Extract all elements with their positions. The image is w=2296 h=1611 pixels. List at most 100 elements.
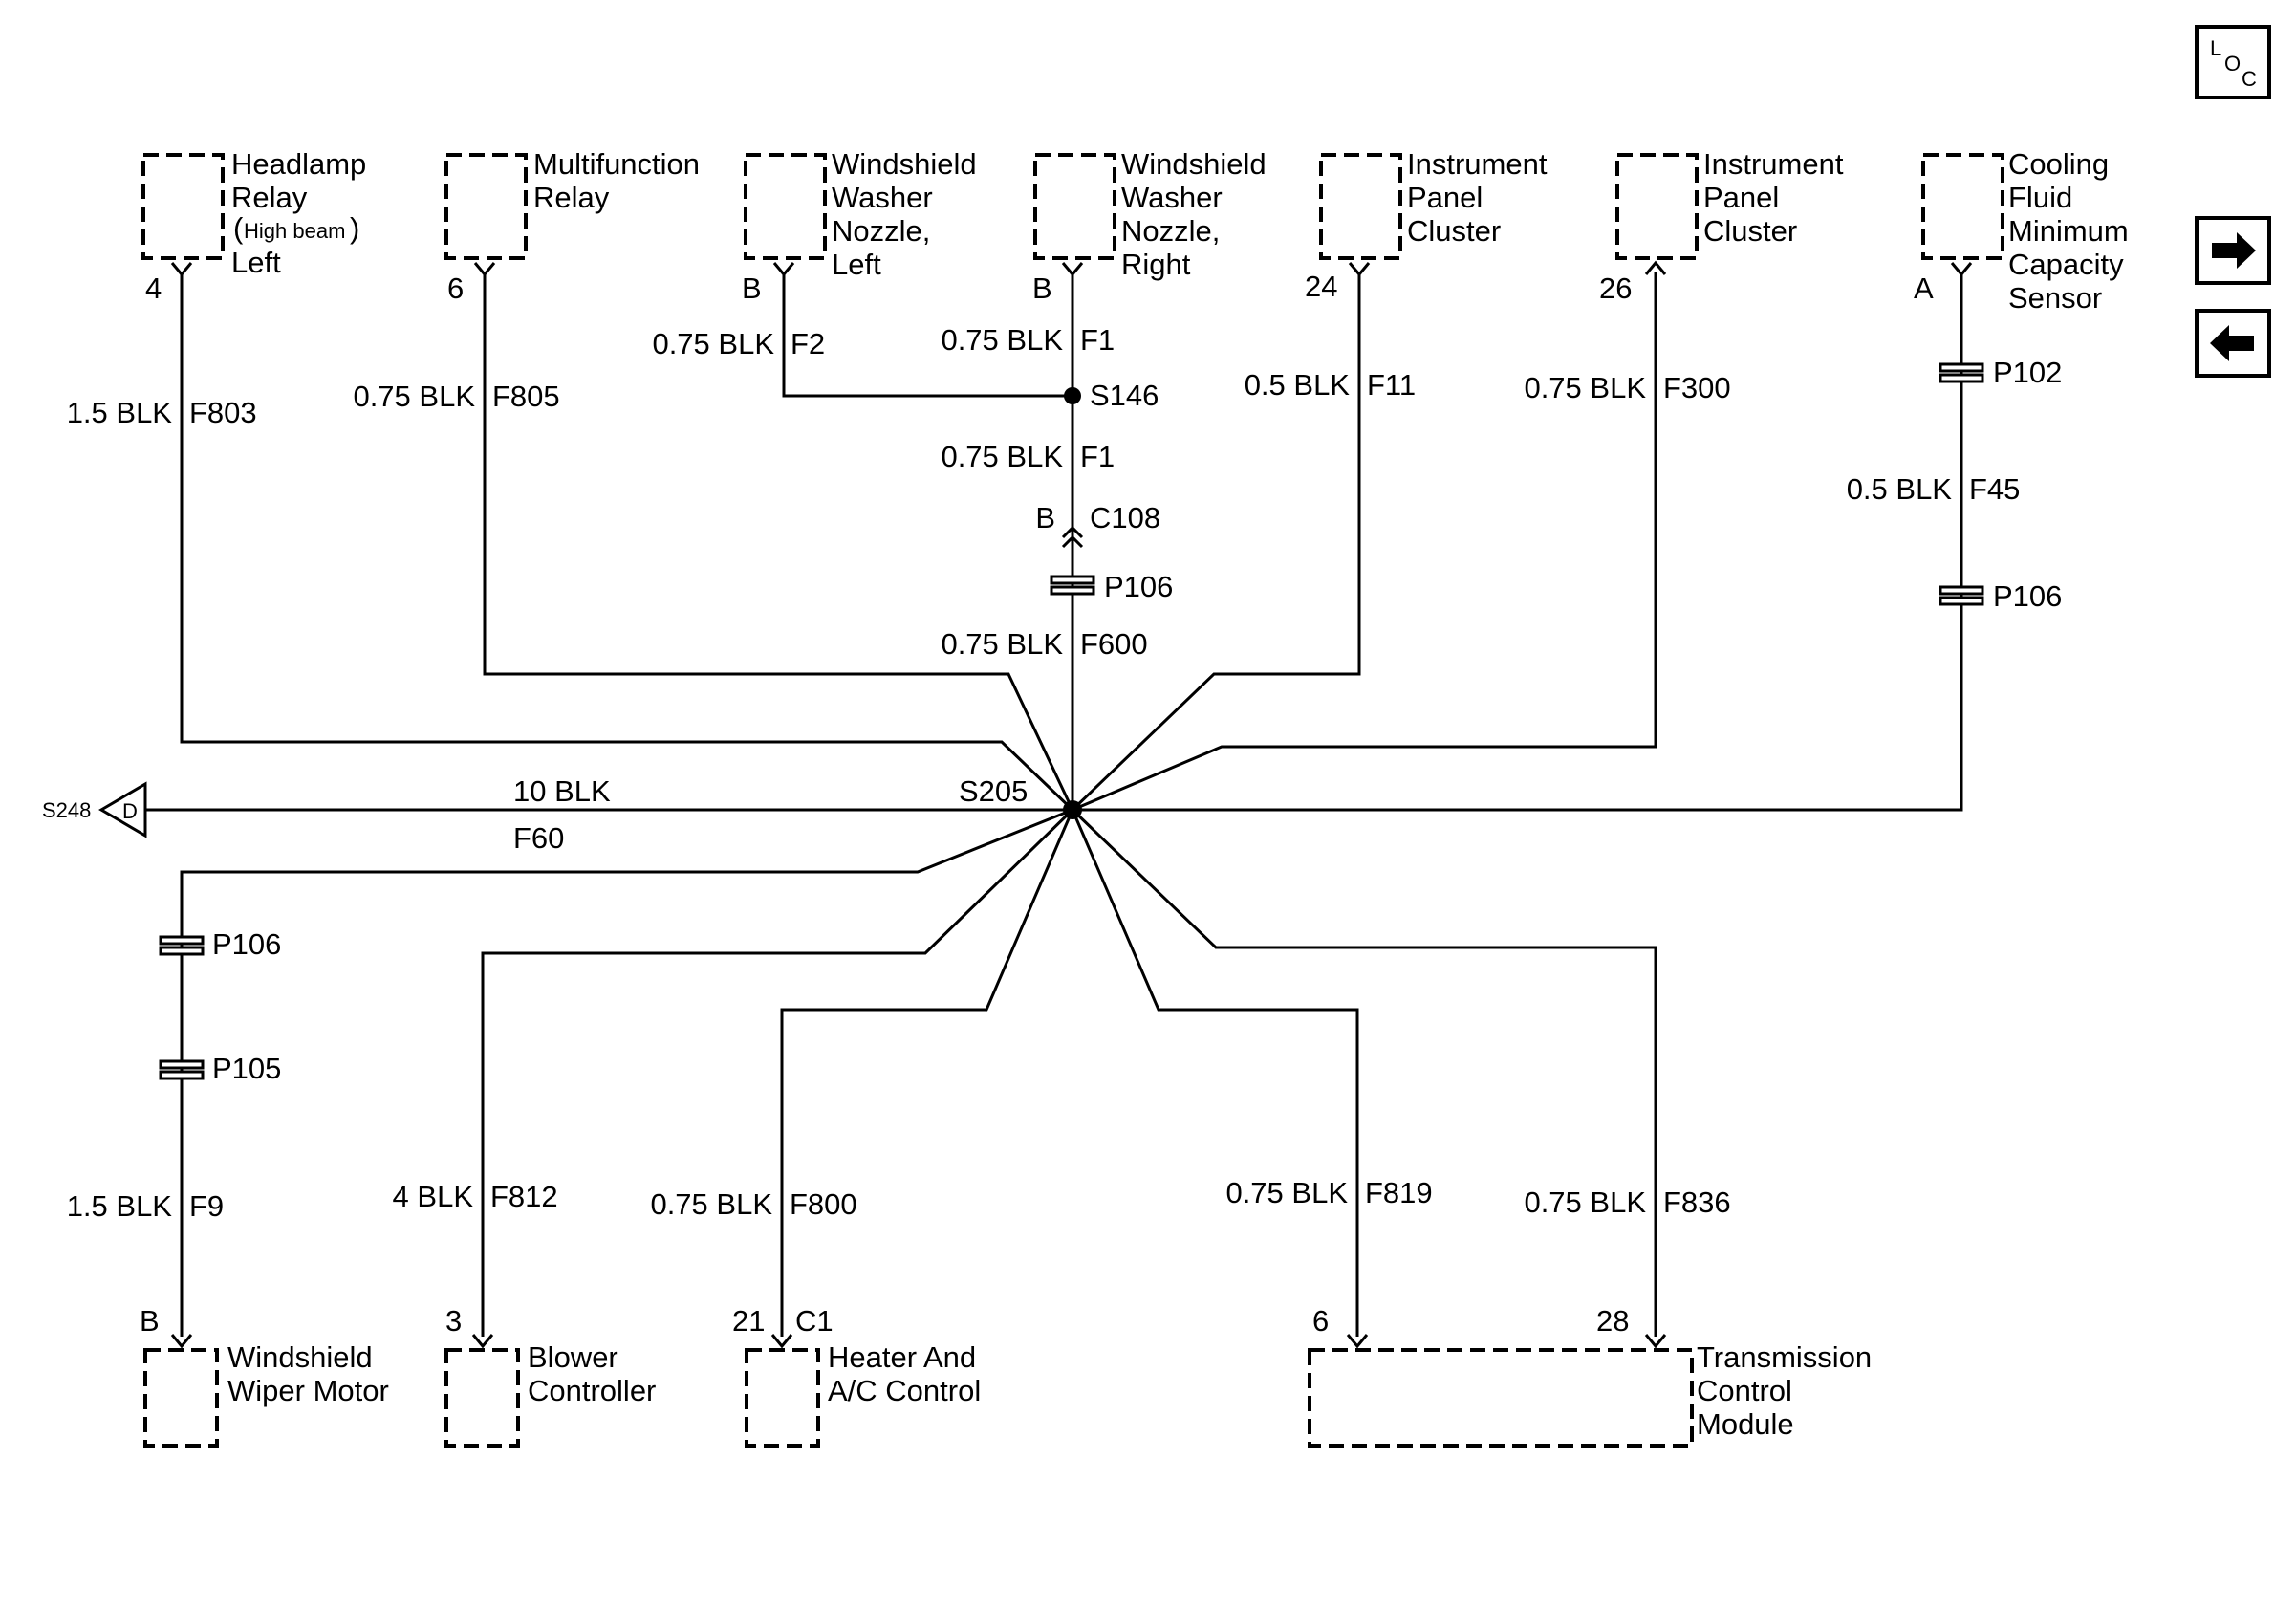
p106-left-label: P106 [212, 927, 281, 961]
f300-circuit: F300 [1663, 371, 1731, 404]
hvac-connector: C1 [795, 1304, 834, 1338]
f803-circuit: F803 [189, 396, 257, 429]
ipc-24-box[interactable] [1319, 153, 1402, 260]
nozzle-left-pin: B [742, 272, 762, 305]
wire-f800 [780, 809, 1074, 1337]
ground-s248-symbol[interactable] [98, 781, 147, 838]
f803-gauge: 1.5 BLK [67, 396, 173, 429]
pin-terminals [170, 260, 1973, 1349]
ipc-26-line3: Cluster [1703, 214, 1797, 248]
pass-through-symbols [159, 362, 1984, 1080]
terminal-headlamp [170, 262, 193, 277]
f600-circuit: F600 [1080, 627, 1148, 661]
c108-label: C108 [1090, 501, 1160, 534]
s248-label: S248 [42, 798, 91, 822]
p105-symbol [159, 1059, 205, 1080]
f805-circuit: F805 [492, 380, 560, 413]
wire-f836 [1071, 808, 1657, 1337]
headlamp-relay-sub: High beam [244, 219, 345, 243]
washer-nozzle-right-box[interactable] [1033, 153, 1116, 260]
f1-lower-circuit: F1 [1080, 440, 1115, 473]
f2-gauge: 0.75 BLK [652, 327, 774, 360]
splice-s146[interactable] [1064, 387, 1081, 404]
coolant-sensor-box[interactable] [1921, 153, 2004, 260]
multifunction-relay-box[interactable] [444, 153, 528, 260]
coolant-sensor-line4: Capacity [2008, 248, 2124, 281]
wire-f9 [180, 808, 1073, 1337]
wire-f11 [1071, 272, 1361, 812]
hvac-line1: Heater And [828, 1340, 976, 1374]
wire-f45 [1072, 272, 1963, 812]
ipc-26-box[interactable] [1615, 153, 1699, 260]
f1-upper-gauge: 0.75 BLK [941, 323, 1063, 357]
f836-gauge: 0.75 BLK [1524, 1186, 1646, 1219]
headlamp-relay-pin: 4 [145, 272, 162, 305]
f1-upper-circuit: F1 [1080, 323, 1115, 357]
f600-gauge: 0.75 BLK [941, 627, 1063, 661]
f9-circuit: F9 [189, 1189, 224, 1223]
terminal-blower [471, 1334, 494, 1349]
p102-symbol [1939, 362, 1984, 383]
multifunction-relay-line2: Relay [533, 181, 610, 214]
nozzle-left-line2: Washer [832, 181, 933, 214]
wiper-motor-line1: Windshield [227, 1340, 373, 1374]
s205-label: S205 [959, 774, 1028, 808]
blower-line2: Controller [528, 1374, 656, 1407]
blower-controller-box[interactable] [444, 1348, 520, 1448]
hvac-pin: 21 [732, 1304, 765, 1338]
headlamp-relay-line2: Relay [231, 181, 308, 214]
wire-f819 [1071, 809, 1359, 1337]
f819-circuit: F819 [1365, 1176, 1433, 1209]
splice-s205[interactable] [1063, 800, 1082, 819]
c108-connector-symbol [1061, 525, 1084, 539]
terminal-wiper [170, 1334, 193, 1349]
tcm-line1: Transmission [1697, 1340, 1872, 1374]
ipc-24-line1: Instrument [1407, 147, 1548, 181]
hvac-control-box[interactable] [745, 1348, 820, 1448]
nozzle-right-line1: Windshield [1121, 147, 1267, 181]
loc-button[interactable]: L O C [2195, 25, 2271, 99]
c108-pin: B [1035, 501, 1055, 534]
nozzle-right-line2: Washer [1121, 181, 1223, 214]
coolant-sensor-line3: Minimum [2008, 214, 2129, 248]
p102-label: P102 [1993, 356, 2062, 389]
terminal-nozzle-left [772, 262, 795, 277]
f800-circuit: F800 [790, 1187, 857, 1221]
coolant-sensor-line2: Fluid [2008, 181, 2072, 214]
f45-gauge: 0.5 BLK [1847, 472, 1953, 506]
tcm-pin-28: 28 [1596, 1304, 1629, 1338]
terminal-tcm-28 [1644, 1334, 1667, 1349]
nozzle-right-line3: Nozzle, [1121, 214, 1220, 248]
arrow-right-icon [2212, 232, 2256, 269]
f11-circuit: F11 [1367, 368, 1416, 402]
next-page-button[interactable] [2195, 216, 2271, 285]
nozzle-left-line3: Nozzle, [832, 214, 930, 248]
wiper-motor-box[interactable] [143, 1348, 219, 1448]
wires [143, 272, 1963, 1337]
f819-gauge: 0.75 BLK [1225, 1176, 1348, 1209]
p105-label: P105 [212, 1052, 281, 1085]
p106-left-symbol [159, 935, 205, 956]
tcm-line2: Control [1697, 1374, 1792, 1407]
terminal-multifunction [473, 262, 496, 277]
headlamp-relay-box[interactable] [141, 153, 225, 260]
loc-letter-l: L [2210, 36, 2221, 60]
p106-right-symbol [1939, 585, 1984, 606]
ipc-26-line2: Panel [1703, 181, 1779, 214]
f45-circuit: F45 [1969, 472, 2020, 506]
washer-nozzle-left-box[interactable] [744, 153, 827, 260]
terminal-ipc-24 [1348, 262, 1371, 277]
s248-letter: D [122, 799, 138, 823]
f812-gauge: 4 BLK [393, 1180, 474, 1213]
tcm-box[interactable] [1308, 1348, 1694, 1448]
headlamp-relay-paren-open: ( [233, 211, 244, 245]
prev-page-button[interactable] [2195, 309, 2271, 378]
ipc-26-pin: 26 [1599, 272, 1632, 305]
f300-gauge: 0.75 BLK [1524, 371, 1646, 404]
f836-circuit: F836 [1663, 1186, 1731, 1219]
blower-line1: Blower [528, 1340, 618, 1374]
c108-connector-symbol-2 [1061, 534, 1084, 549]
f800-gauge: 0.75 BLK [650, 1187, 772, 1221]
p106-center-label: P106 [1104, 570, 1173, 603]
f1-lower-gauge: 0.75 BLK [941, 440, 1063, 473]
